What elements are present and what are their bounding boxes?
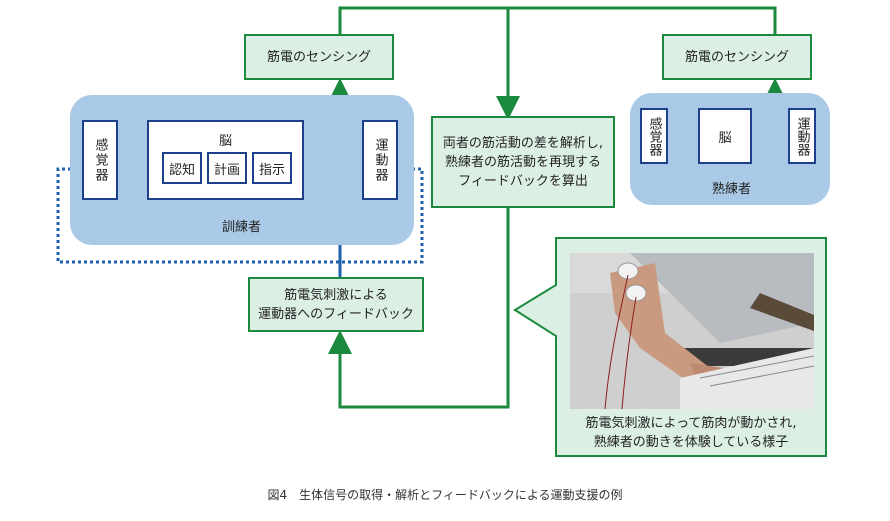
expert-sensory-box: 感覚器 (640, 108, 668, 164)
trainee-motor-box: 運動器 (362, 120, 398, 200)
expert-label: 熟練者 (712, 182, 752, 197)
training-photo (570, 253, 814, 409)
command-box: 指示 (252, 152, 292, 184)
trainee-sensory-box: 感覚器 (82, 120, 118, 200)
stimulation-box: 筋電気刺激による 運動器へのフィードバック (248, 277, 424, 332)
sensing-box-right: 筋電のセンシング (662, 34, 812, 80)
analysis-box: 両者の筋活動の差を解析し, 熟練者の筋活動を再現する フィードバックを算出 (431, 116, 615, 208)
sensing-box-left: 筋電のセンシング (244, 34, 394, 80)
trainee-brain-title: 脳 (218, 134, 232, 149)
expert-brain-box: 脳 (698, 108, 752, 164)
sensing-link-line (338, 6, 777, 34)
figure-caption: 図4 生体信号の取得・解析とフィードバックによる運動支援の例 (267, 488, 623, 502)
expert-motor-box: 運動器 (788, 108, 816, 164)
trainee-label: 訓練者 (222, 220, 262, 235)
cognition-box: 認知 (162, 152, 202, 184)
plan-box: 計画 (207, 152, 247, 184)
photo-caption: 筋電気刺激によって筋肉が動かされ, 熟練者の動きを体験している様子 (585, 416, 797, 450)
feedback-path-line (328, 208, 510, 409)
